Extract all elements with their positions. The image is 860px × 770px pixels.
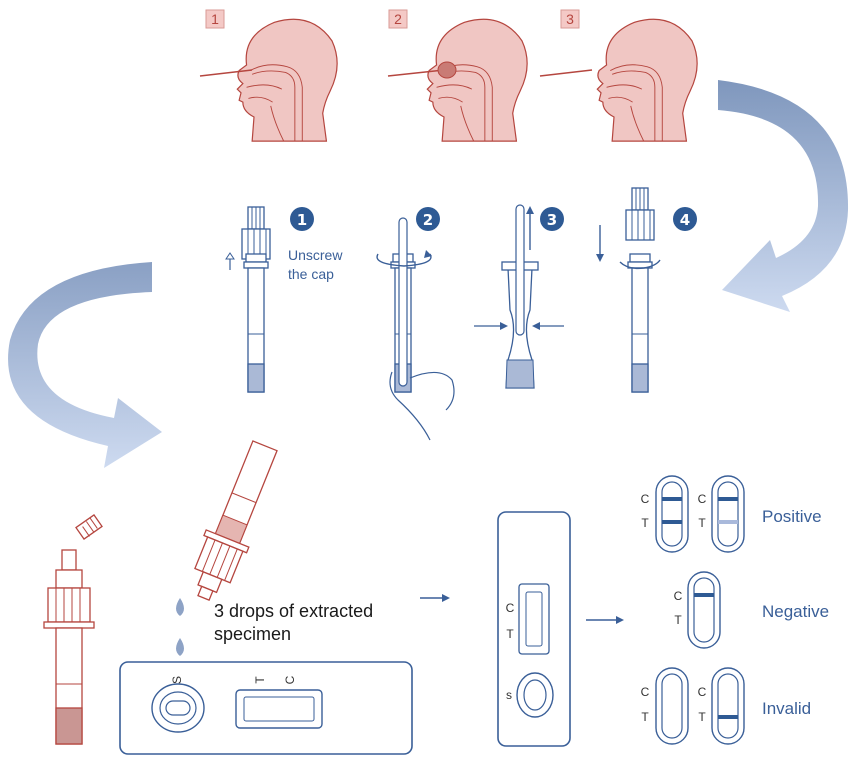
unscrew-label-line2: the cap: [288, 266, 334, 282]
extraction-step-4: 4: [596, 187, 697, 393]
control-letter: C: [283, 675, 297, 684]
test-letter: T: [506, 627, 514, 641]
swab-icon: [539, 69, 593, 77]
curved-arrow-right-icon: [718, 80, 849, 312]
capped-tube-red: [43, 514, 103, 745]
step-number: 2: [423, 211, 433, 229]
negative-label: Negative: [762, 602, 829, 621]
extraction-step-2: 2: [376, 207, 455, 441]
step-number: 3: [566, 11, 574, 27]
drop-icon: [176, 598, 184, 616]
dropper-tube-red: [194, 440, 278, 601]
test-letter: T: [253, 676, 267, 684]
faint-test-line: [718, 520, 738, 524]
head-profile-icon: [236, 18, 338, 142]
rotate-arrow-icon: [376, 253, 432, 267]
cassette-horizontal: S T C: [119, 661, 413, 755]
loose-cap-icon: [75, 514, 103, 540]
test-letter: T: [698, 710, 706, 724]
invalid-label: Invalid: [762, 699, 811, 718]
drops-instruction-line2: specimen: [214, 624, 291, 644]
control-letter: C: [674, 589, 683, 603]
step-number: 1: [297, 211, 307, 229]
extraction-step-3: 3: [474, 204, 564, 389]
test-letter: T: [698, 516, 706, 530]
step-badge: [540, 207, 564, 231]
control-line: [718, 497, 738, 501]
control-letter: C: [698, 685, 707, 699]
control-letter: C: [698, 492, 707, 506]
extraction-tube-icon: [627, 253, 653, 393]
control-letter: C: [506, 601, 515, 615]
sample-letter: S: [170, 676, 184, 684]
curved-arrow-left-icon: [8, 262, 163, 468]
rotate-arrow-icon: [619, 259, 661, 270]
step-number: 1: [211, 11, 219, 27]
drop-icon: [176, 638, 184, 656]
test-letter: T: [641, 516, 649, 530]
nasopharynx-highlight: [437, 61, 457, 79]
drops-icon: [176, 598, 184, 656]
test-line: [718, 715, 738, 719]
control-line: [662, 497, 682, 501]
tube-cap-icon: [625, 187, 655, 241]
step-badge: [560, 9, 580, 29]
result-positive: C T C T Positive: [641, 475, 822, 553]
head-profile-icon: [596, 18, 698, 142]
test-line: [662, 520, 682, 524]
test-letter: T: [674, 613, 682, 627]
hand-icon: [389, 371, 455, 441]
sample-letter: s: [506, 688, 512, 702]
swab-step-2: 2: [387, 9, 528, 142]
swab-icon: [387, 69, 445, 77]
swab-stick-icon: [515, 204, 525, 336]
control-letter: C: [641, 685, 650, 699]
step-number: 2: [394, 11, 402, 27]
drops-instruction-line1: 3 drops of extracted: [214, 601, 373, 621]
extraction-step-1: 1 Unscrew the cap: [225, 206, 343, 393]
positive-label: Positive: [762, 507, 822, 526]
step-badge: [673, 207, 697, 231]
head-profile-icon: [426, 18, 528, 142]
cassette-vertical: C T s: [497, 511, 571, 747]
step-number: 3: [547, 211, 557, 229]
result-negative: C T Negative: [674, 571, 829, 649]
control-letter: C: [641, 492, 650, 506]
step-badge: [290, 207, 314, 231]
step-badge: [205, 9, 225, 29]
step-number: 4: [680, 211, 690, 229]
swab-step-1: 1: [199, 9, 338, 142]
swab-icon: [199, 69, 253, 77]
test-letter: T: [641, 710, 649, 724]
result-invalid: C T C T Invalid: [641, 667, 811, 745]
swab-stick-icon: [398, 217, 408, 387]
control-line: [694, 593, 714, 597]
unscrew-label-line1: Unscrew: [288, 247, 343, 263]
step-badge: [388, 9, 408, 29]
swab-step-3: 3: [539, 9, 698, 142]
extraction-tube-icon: [243, 253, 269, 393]
step-badge: [416, 207, 440, 231]
tube-cap-icon: [241, 206, 271, 260]
